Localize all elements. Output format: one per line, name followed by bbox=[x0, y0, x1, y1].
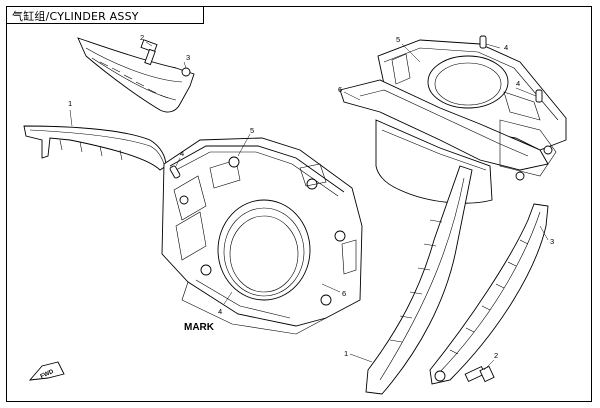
long-chain-guide-left bbox=[23, 125, 167, 171]
callout-numbers: 2 3 1 4 5 4 6 5 4 4 6 3 1 2 MARK bbox=[68, 33, 554, 360]
cylinder-block-left bbox=[161, 137, 363, 335]
diagram-title: 气缸组/CYLINDER ASSY bbox=[12, 10, 139, 23]
tensioner-guide-right bbox=[429, 203, 549, 385]
callout-top-2: 2 bbox=[140, 33, 144, 42]
upper-chain-guide-part bbox=[77, 37, 195, 113]
mark-label: MARK bbox=[184, 322, 215, 333]
dowel-pins-right bbox=[479, 35, 543, 103]
callout-right-5: 5 bbox=[396, 35, 400, 44]
callout-right-2: 2 bbox=[494, 351, 498, 360]
callout-left-4: 4 bbox=[180, 149, 184, 158]
fwd-arrow: FWD bbox=[28, 361, 65, 381]
drawing-frame bbox=[6, 6, 592, 402]
callout-right-4b: 4 bbox=[516, 79, 520, 88]
long-chain-guide-right bbox=[365, 165, 473, 395]
callout-right-3: 3 bbox=[550, 237, 554, 246]
callout-left-5: 5 bbox=[250, 126, 254, 135]
callout-mark-4: 4 bbox=[218, 307, 222, 316]
leader-lines bbox=[69, 41, 549, 371]
guide-bolt-top bbox=[140, 39, 158, 66]
callout-top-3: 3 bbox=[186, 53, 190, 62]
fwd-label: FWD bbox=[40, 369, 56, 380]
callout-right-6: 6 bbox=[338, 85, 342, 94]
dowel-pin-left bbox=[169, 165, 181, 179]
title-block bbox=[6, 6, 204, 24]
guide-bolt-right bbox=[464, 365, 495, 383]
callout-left-6: 6 bbox=[342, 289, 346, 298]
cylinder-assembly-right bbox=[339, 39, 567, 204]
callout-right-4a: 4 bbox=[504, 43, 508, 52]
callout-upper-1: 1 bbox=[68, 99, 72, 108]
callout-right-1: 1 bbox=[344, 349, 348, 358]
